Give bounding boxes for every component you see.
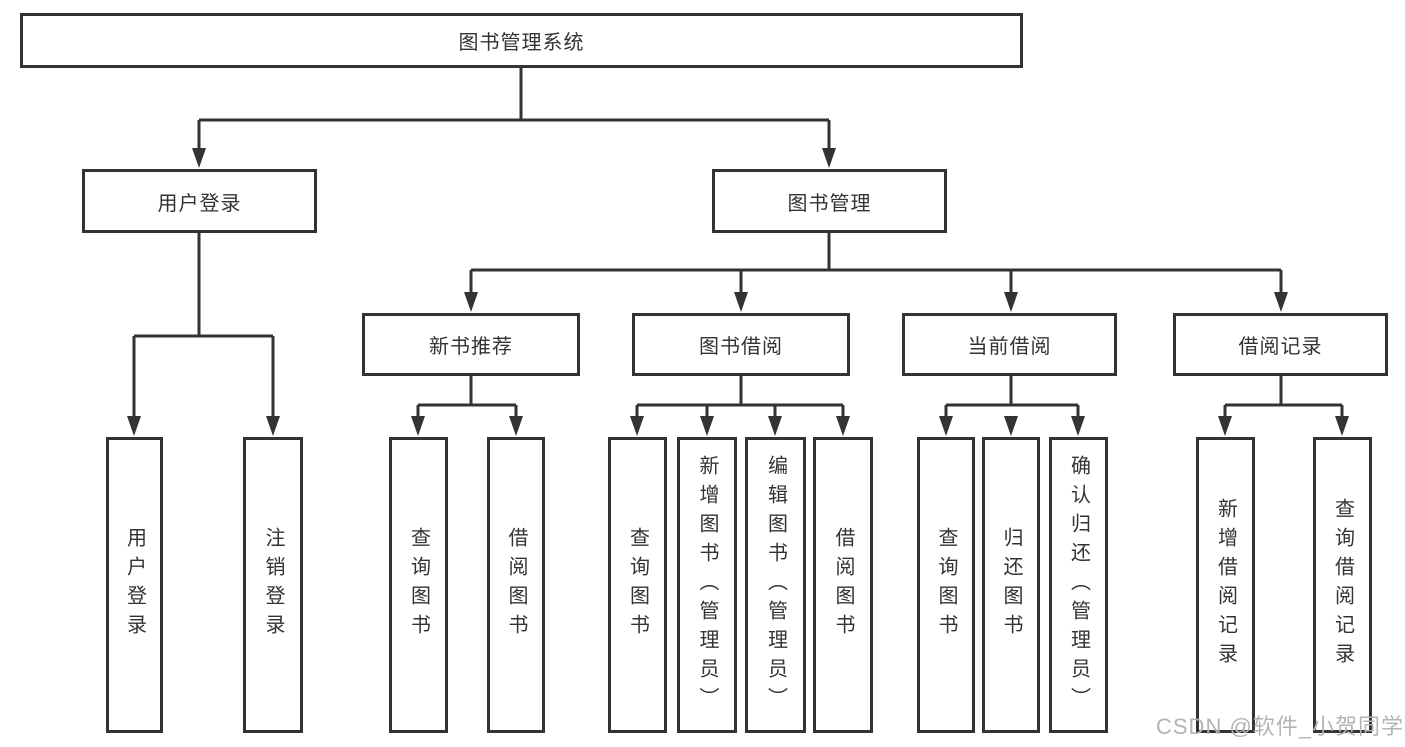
leaf-query-books-recommendation: 查询图书 [389,437,448,733]
leaf-edit-books-admin: 编辑图书（管理员） [745,437,806,733]
leaf-logout: 注销登录 [243,437,303,733]
node-book-management: 图书管理 [712,169,947,233]
csdn-watermark: CSDN @软件_小贺同学 [1156,714,1405,739]
leaf-return-books: 归还图书 [982,437,1040,733]
leaf-borrow-books-recommendation: 借阅图书 [487,437,545,733]
leaf-query-books-current: 查询图书 [917,437,975,733]
leaf-add-books-admin: 新增图书（管理员） [677,437,737,733]
node-library-management-system: 图书管理系统 [20,13,1023,68]
node-current-borrowing: 当前借阅 [902,313,1117,376]
leaf-borrow-books-borrowing: 借阅图书 [813,437,873,733]
leaf-add-borrow-record: 新增借阅记录 [1196,437,1255,733]
node-new-book-recommendation: 新书推荐 [362,313,580,376]
leaf-confirm-return-admin: 确认归还（管理员） [1049,437,1108,733]
leaf-user-login: 用户登录 [106,437,163,733]
node-user-login: 用户登录 [82,169,317,233]
leaf-query-borrow-record: 查询借阅记录 [1313,437,1372,733]
leaf-query-books-borrowing: 查询图书 [608,437,667,733]
node-book-borrowing: 图书借阅 [632,313,850,376]
node-borrowing-records: 借阅记录 [1173,313,1388,376]
